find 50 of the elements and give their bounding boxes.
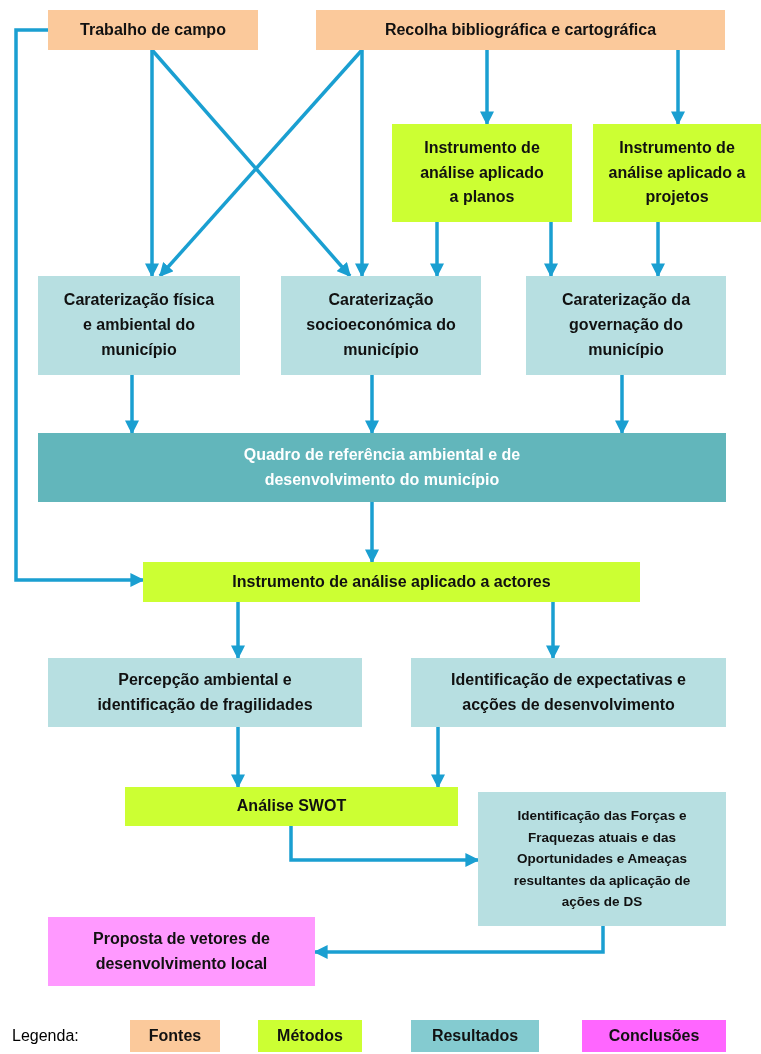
arrow <box>14 28 145 587</box>
arrow <box>615 375 629 435</box>
box-label: Identificação de expectativas e acções de desenvolvimento <box>450 669 687 715</box>
process-box <box>316 10 725 50</box>
box-label: Caraterização física e ambiental do município <box>62 290 216 360</box>
arrow <box>145 50 159 278</box>
arrow <box>289 826 480 867</box>
box-label: Instrumento de análise aplicado a planos <box>419 137 545 208</box>
arrow <box>544 222 558 278</box>
process-box <box>38 276 240 375</box>
box-label: Quadro de referência ambiental e de desenvolvimento do município <box>242 444 522 490</box>
box-label: Caraterização da governação do município <box>560 290 692 360</box>
process-box <box>392 124 572 222</box>
process-box <box>526 276 726 375</box>
legend-title: Legenda: <box>12 1027 79 1045</box>
process-box <box>48 10 258 50</box>
legend-key: Métodos <box>258 1020 362 1052</box>
process-box <box>48 658 362 727</box>
arrow <box>431 727 445 789</box>
box-label: Instrumento de análise aplicado a actores <box>232 571 551 592</box>
box-label: Análise SWOT <box>236 796 347 817</box>
arrow <box>231 727 245 789</box>
arrow <box>365 502 379 564</box>
box-label: Trabalho de campo <box>80 19 226 40</box>
process-box <box>38 433 726 502</box>
arrow <box>430 222 444 278</box>
arrow <box>231 602 245 660</box>
box-label: Percepção ambiental e identificação de fragilidades <box>96 669 314 715</box>
process-box <box>281 276 481 375</box>
process-box <box>478 792 726 926</box>
arrow <box>125 375 139 435</box>
arrow <box>480 50 494 126</box>
box-label: Identificação das Forças e Fraquezas atuais e das Oportunidades e Ameaças resultantes da aplicação de ações de DS <box>512 807 692 912</box>
process-box <box>48 917 315 986</box>
process-box <box>411 658 726 727</box>
legend-key: Conclusões <box>582 1020 726 1052</box>
process-box <box>143 562 640 602</box>
arrow <box>671 50 685 126</box>
box-label: Recolha bibliográfica e cartográfica <box>384 19 657 40</box>
arrow <box>365 375 379 435</box>
arrow <box>651 222 665 278</box>
box-label: Caraterização socioeconómica do município <box>305 290 457 360</box>
legend-key: Resultados <box>411 1020 539 1052</box>
arrow <box>546 602 560 660</box>
process-box <box>593 124 761 222</box>
box-label: Instrumento de análise aplicado a projetos <box>607 137 747 208</box>
legend-key: Fontes <box>130 1020 220 1052</box>
process-box <box>125 787 458 826</box>
arrow <box>355 50 369 278</box>
box-label: Proposta de vetores de desenvolvimento local <box>92 928 271 974</box>
